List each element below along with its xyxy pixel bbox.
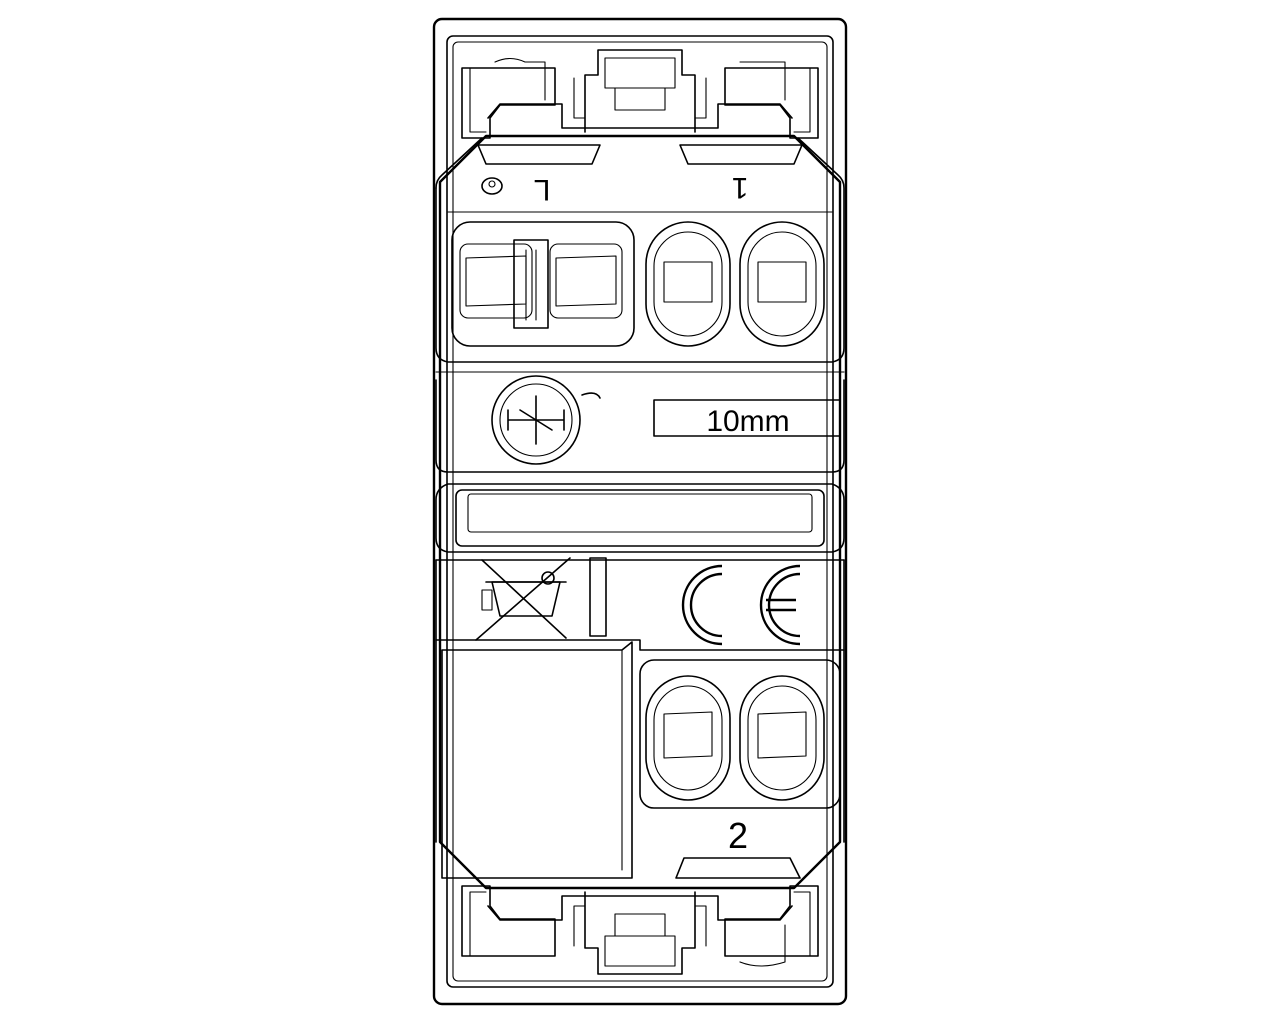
main-body	[435, 134, 845, 890]
blank-cover-block	[441, 641, 633, 879]
terminal-block-bottom	[639, 659, 841, 809]
divider-bar	[589, 557, 607, 637]
terminal-label-1: 1	[732, 171, 749, 204]
strip-length-label: 10mm	[706, 405, 789, 438]
terminal-label-2: 2	[728, 815, 748, 856]
outer-frame	[432, 17, 848, 1006]
weee-crossed-bin-icon	[475, 557, 571, 641]
terminal-label-L: L	[534, 173, 551, 206]
bottom-clips	[461, 857, 819, 975]
ce-mark	[681, 564, 801, 646]
screwless-terminal-symbol	[491, 375, 601, 465]
strip-length-box	[653, 399, 841, 437]
terminal-block-top	[451, 221, 825, 347]
indicator-dot	[481, 177, 503, 195]
top-clips	[461, 49, 819, 165]
